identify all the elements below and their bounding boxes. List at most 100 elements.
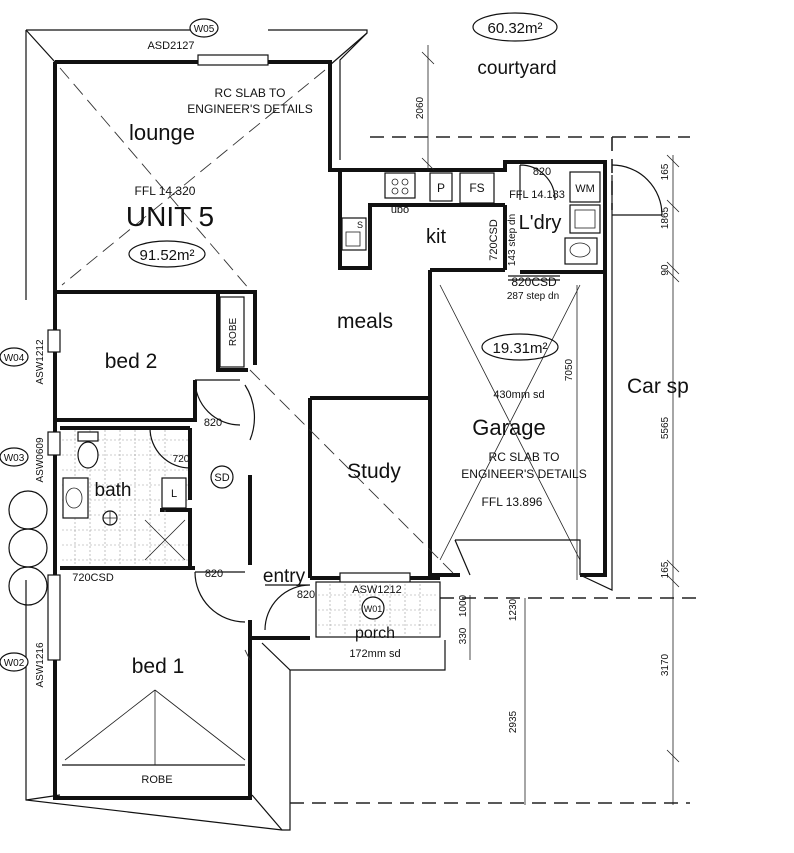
door-720-bath: 720 [173,454,190,465]
dim-330: 330 [458,627,469,644]
unit-name: UNIT 5 [126,201,214,232]
bath-label: bath [95,480,132,501]
step-143: 143 step dn [507,214,518,266]
door-720csd-kit: 720CSD [488,219,500,261]
wm-label: WM [575,183,595,195]
door-laundry [519,164,556,201]
step-287: 287 step dn [507,291,559,302]
w02-tag: W02 [4,658,25,669]
w01-tag-label: W01 [364,604,383,614]
pantry-label: P [437,181,445,195]
garage-area-ellipse [481,333,559,361]
roof-lines [59,67,456,661]
lounge-label: lounge [129,120,195,145]
garage-step: 430mm sd [493,389,544,401]
cooktop-icon [384,172,416,199]
courtyard-label: courtyard [477,58,556,79]
dim-5565: 5565 [660,416,671,439]
w05-tag: W05 [194,24,215,35]
lounge-slab-line1: RC SLAB TO [215,86,286,100]
bed2-label: bed 2 [105,350,158,373]
door-820csd [508,275,560,281]
garage-slab-line1: RC SLAB TO [489,450,560,464]
dim-2935: 2935 [508,710,519,733]
w01-tag [361,596,385,620]
door-720csd-bath: 720CSD [72,572,114,584]
w04-size: ASW1212 [35,339,46,384]
washing-machine-box [569,171,601,203]
w03-tag: W03 [4,453,25,464]
porch-step: 172mm sd [349,648,400,660]
w01-size: ASW1212 [352,584,402,596]
laundry-tub-icon [569,204,601,234]
dim-3170: 3170 [660,653,671,676]
courtyard-area-ellipse [472,12,558,42]
dim-1230: 1230 [508,598,519,621]
fridge-box [459,172,495,204]
linen-label: L [171,488,177,500]
door-bed1 [194,571,246,623]
bed1-robe-label: ROBE [141,774,172,786]
pantry-box [429,172,453,202]
unit-area: 91.52m² [139,247,194,264]
door-820csd: 820CSD [511,275,557,289]
smoke-label: SD [214,472,229,484]
w05-size: ASD2127 [147,40,194,52]
bath-toilet-icon [77,441,99,469]
dimension-lines [421,45,680,805]
bed1-label: bed 1 [132,655,185,678]
courtyard-area: 60.32m² [487,20,542,37]
smoke-detector-icon [210,465,234,489]
door-entry [264,584,311,631]
dim-90: 90 [660,264,671,276]
garage-ffl: FFL 13.896 [482,495,543,509]
door-bed2 [194,379,241,426]
garage-pattern [439,284,581,576]
sink-label: S [357,220,363,230]
laundry-door-820: 820 [533,166,551,178]
window-tags [0,18,219,672]
garage-label: Garage [472,415,545,440]
porch-label: porch [355,625,395,642]
unit-ffl: FFL 14.320 [135,184,196,198]
door-courtyard [611,164,663,216]
garage-area: 19.31m² [492,340,547,357]
linen-cupboard-box [161,477,187,509]
door-bath [149,427,191,469]
fridge-label: FS [469,181,484,195]
w03-size: ASW0609 [35,437,46,482]
dim-1000: 1000 [458,594,469,617]
laundry-ffl: FFL 14.183 [509,189,565,201]
bed1-robe [62,689,246,766]
door-820-bed2: 820 [204,417,222,429]
carport-label: Car sp [627,375,689,398]
kit-label: kit [426,226,446,248]
eave-outline [25,29,613,831]
entry-label: entry [263,566,306,587]
w02-size: ASW1216 [35,642,46,687]
door-820-entry: 820 [297,589,315,601]
dim-7050: 7050 [564,358,575,381]
meals-label: meals [337,310,393,333]
study-label: Study [347,460,401,483]
w04-tag: W04 [4,353,25,364]
ubo-label: ubo [391,204,409,216]
fixtures [62,171,601,638]
laundry-label: L'dry [519,212,562,234]
bed2-robe-label: ROBE [228,318,239,347]
windows [47,54,411,661]
vanity-icon [62,477,89,519]
unit-area-ellipse [128,240,206,268]
dim-165a: 165 [660,163,671,180]
dim-2060: 2060 [415,96,426,119]
garage-slab-line2: ENGINEER'S DETAILS [461,467,586,481]
door-820-bed1: 820 [205,568,223,580]
trees [8,490,48,606]
lounge-slab-line2: ENGINEER'S DETAILS [187,102,312,116]
walls [53,60,607,800]
bed2-robe-box [219,296,245,368]
boundary-lines [290,136,700,804]
dim-1865: 1865 [660,206,671,229]
dim-165b: 165 [660,561,671,578]
